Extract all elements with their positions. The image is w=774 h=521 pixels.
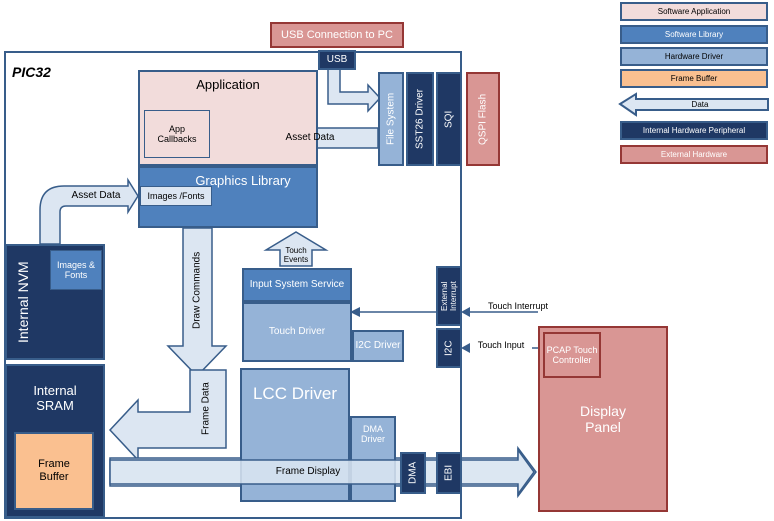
asset-data-text: Asset Data xyxy=(71,190,121,202)
nvm-images-fonts-box: Images & Fonts xyxy=(50,250,102,290)
asset-data-label-top: Asset Data xyxy=(280,131,340,145)
legend-internal-peripheral: Internal Hardware Peripheral xyxy=(620,121,768,140)
touch-interrupt-label-box: Touch Interrupt xyxy=(480,300,556,312)
legend-data-arrow xyxy=(618,92,769,117)
touch-events-label: Touch Events xyxy=(283,245,309,264)
app-callbacks-label: App Callbacks xyxy=(157,123,197,144)
frame-buffer-label: Frame Buffer xyxy=(38,458,70,483)
app-callbacks-box: App Callbacks xyxy=(144,110,210,158)
usb-label: USB xyxy=(326,54,348,66)
touch-driver-label: Touch Driver xyxy=(268,326,326,338)
display-panel-label: Display Panel xyxy=(580,402,626,435)
application-label: Application xyxy=(196,77,260,92)
usb-peripheral: USB xyxy=(318,50,356,70)
touch-driver-box: Touch Driver xyxy=(242,302,352,362)
dma-label: DMA xyxy=(407,461,419,485)
frame-data-arrow xyxy=(108,369,227,462)
legend-software-library: Software Library xyxy=(620,25,768,44)
legend-software-application: Software Application xyxy=(620,2,768,21)
touch-interrupt-label: Touch Interrupt xyxy=(487,300,549,311)
nvm-images-fonts-label: Images & Fonts xyxy=(56,259,96,280)
usb-connection-box: USB Connection to PC xyxy=(270,22,404,48)
legend-frame-buffer: Frame Buffer xyxy=(620,69,768,88)
touch-input-arrowhead xyxy=(461,343,470,353)
dma-box: DMA xyxy=(400,452,426,494)
usb-arrow xyxy=(327,67,382,113)
input-system-service-label: Input System Service xyxy=(249,279,345,291)
images-fonts-box: Images /Fonts xyxy=(140,186,212,206)
legend-external-hardware: External Hardware xyxy=(620,145,768,164)
draw-commands-arrow xyxy=(166,227,228,378)
legend-label: External Hardware xyxy=(660,149,728,159)
graphics-library-label: Graphics Library xyxy=(195,173,291,188)
frame-display-arrow-body xyxy=(109,447,535,497)
asset-data-text: Asset Data xyxy=(285,132,335,144)
lcc-driver-label: LCC Driver xyxy=(252,384,338,403)
legend-label: Hardware Driver xyxy=(664,51,724,61)
asset-data-label-left: Asset Data xyxy=(66,188,126,204)
legend-hardware-driver: Hardware Driver xyxy=(620,47,768,66)
legend-label: Software Application xyxy=(657,6,731,16)
chip-title: PIC32 xyxy=(12,64,51,80)
legend-label: Software Library xyxy=(664,29,724,39)
i2c-driver-box: I2C Driver xyxy=(352,330,404,362)
dma-driver-box: DMA Driver xyxy=(350,416,396,502)
frame-buffer-box: Frame Buffer xyxy=(14,432,94,510)
dma-driver-label: DMA Driver xyxy=(361,424,385,445)
ebi-label: EBI xyxy=(443,464,455,482)
touch-driver-arrowhead xyxy=(350,307,360,317)
legend-label: Internal Hardware Peripheral xyxy=(642,125,746,135)
usb-connection-label: USB Connection to PC xyxy=(281,28,393,41)
touch-interrupt-arrowhead xyxy=(461,307,470,317)
legend-label: Data xyxy=(691,99,709,109)
internal-sram-label: Internal SRAM xyxy=(33,383,77,413)
images-fonts-label: Images /Fonts xyxy=(147,190,205,201)
pcap-controller-label: PCAP Touch Controller xyxy=(546,344,598,365)
pcap-controller-box: PCAP Touch Controller xyxy=(543,332,601,378)
touch-events-arrow xyxy=(263,231,329,267)
i2c-driver-label: I2C Driver xyxy=(355,340,401,352)
input-system-service-box: Input System Service xyxy=(242,268,352,302)
touch-input-label-box: Touch Input xyxy=(470,339,532,351)
frame-display-label: Frame Display xyxy=(275,466,341,478)
frame-display-label-box: Frame Display xyxy=(260,464,356,480)
asset-data-arrow-left xyxy=(39,177,139,245)
ebi-box: EBI xyxy=(436,452,462,494)
touch-events-label-box: Touch Events xyxy=(276,245,316,265)
legend-label: Frame Buffer xyxy=(670,73,718,83)
legend-data: Data xyxy=(640,98,760,111)
touch-input-label: Touch Input xyxy=(477,339,525,350)
